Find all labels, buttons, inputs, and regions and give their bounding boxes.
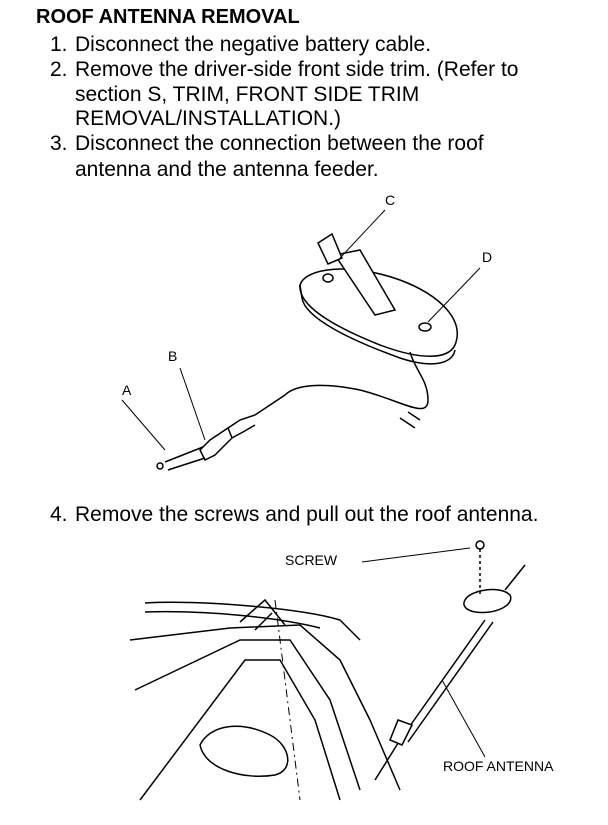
label-b: B [168,348,178,364]
page-title: ROOF ANTENNA REMOVAL [36,6,300,28]
label-roof-antenna: ROOF ANTENNA [443,758,554,774]
step-3-number: 3. [50,132,68,155]
label-screw: SCREW [285,552,338,568]
step-1-number: 1. [50,33,68,56]
step-1-text: Disconnect the negative battery cable. [75,33,432,56]
label-a: A [122,382,132,398]
label-d: D [482,249,493,265]
step-4-number: 4. [50,503,68,526]
step-2-text: section S, TRIM, FRONT SIDE TRIM [75,83,420,106]
step-2-text: Remove the driver-side front side trim. … [75,58,519,81]
step-3-text: Disconnect the connection between the ro… [75,132,484,155]
step-2-text: REMOVAL/INSTALLATION.) [75,107,342,130]
label-c: C [385,192,396,208]
step-3-text: antenna and the antenna feeder. [75,158,379,181]
step-2-number: 2. [50,58,68,81]
step-4-text: Remove the screws and pull out the roof … [75,503,539,526]
